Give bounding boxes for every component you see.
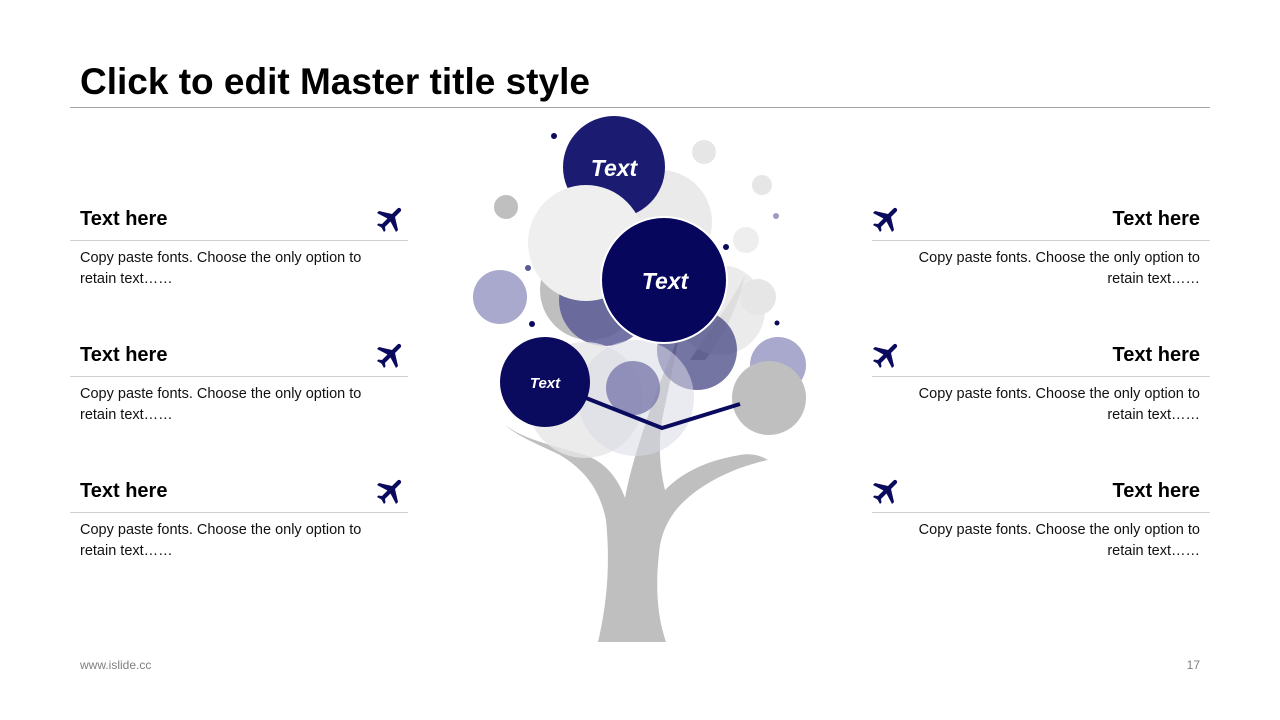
airplane-icon xyxy=(872,343,898,369)
airplane-icon xyxy=(376,343,402,369)
item-divider xyxy=(872,376,1210,377)
airplane-icon xyxy=(872,479,898,505)
item-body: Copy paste fonts. Choose the only option… xyxy=(80,522,362,559)
item-heading: Text here xyxy=(80,344,168,366)
bubble-top-label: Text xyxy=(591,155,639,181)
tree-trunk xyxy=(505,275,768,642)
item-body: Copy paste fonts. Choose the only option… xyxy=(918,386,1200,423)
item-body: Copy paste fonts. Choose the only option… xyxy=(80,386,362,423)
title-divider xyxy=(70,107,1210,108)
item-divider xyxy=(872,240,1210,241)
tree-illustration: Text Text Text xyxy=(473,116,806,642)
right-item-1: Text here Copy paste fonts. Choose the o… xyxy=(872,200,1210,287)
connector-line xyxy=(585,396,741,431)
left-item-1: Text here Copy paste fonts. Choose the o… xyxy=(70,200,408,287)
item-divider xyxy=(872,512,1210,513)
page-number: 17 xyxy=(1186,658,1200,672)
item-heading: Text here xyxy=(80,480,168,502)
item-body: Copy paste fonts. Choose the only option… xyxy=(918,522,1200,559)
left-item-2: Text here Copy paste fonts. Choose the o… xyxy=(70,336,408,423)
bubble-middle-label: Text xyxy=(642,268,690,294)
bubble-left xyxy=(500,337,590,427)
item-heading: Text here xyxy=(1112,208,1200,230)
item-heading: Text here xyxy=(1112,480,1200,502)
bubble-middle xyxy=(600,216,728,344)
airplane-icon xyxy=(376,207,402,233)
right-item-2: Text here Copy paste fonts. Choose the o… xyxy=(872,336,1210,423)
right-item-3: Text here Copy paste fonts. Choose the o… xyxy=(872,472,1210,559)
item-body: Copy paste fonts. Choose the only option… xyxy=(80,250,362,287)
bubble-left-label: Text xyxy=(530,375,561,392)
airplane-icon xyxy=(376,479,402,505)
item-divider xyxy=(70,376,408,377)
item-divider xyxy=(70,240,408,241)
left-item-3: Text here Copy paste fonts. Choose the o… xyxy=(70,472,408,559)
item-heading: Text here xyxy=(1112,344,1200,366)
item-body: Copy paste fonts. Choose the only option… xyxy=(918,250,1200,287)
item-heading: Text here xyxy=(80,208,168,230)
slide-title: Click to edit Master title style xyxy=(80,61,590,102)
airplane-icon xyxy=(872,207,898,233)
item-divider xyxy=(70,512,408,513)
footer-url: www.islide.cc xyxy=(80,658,152,672)
